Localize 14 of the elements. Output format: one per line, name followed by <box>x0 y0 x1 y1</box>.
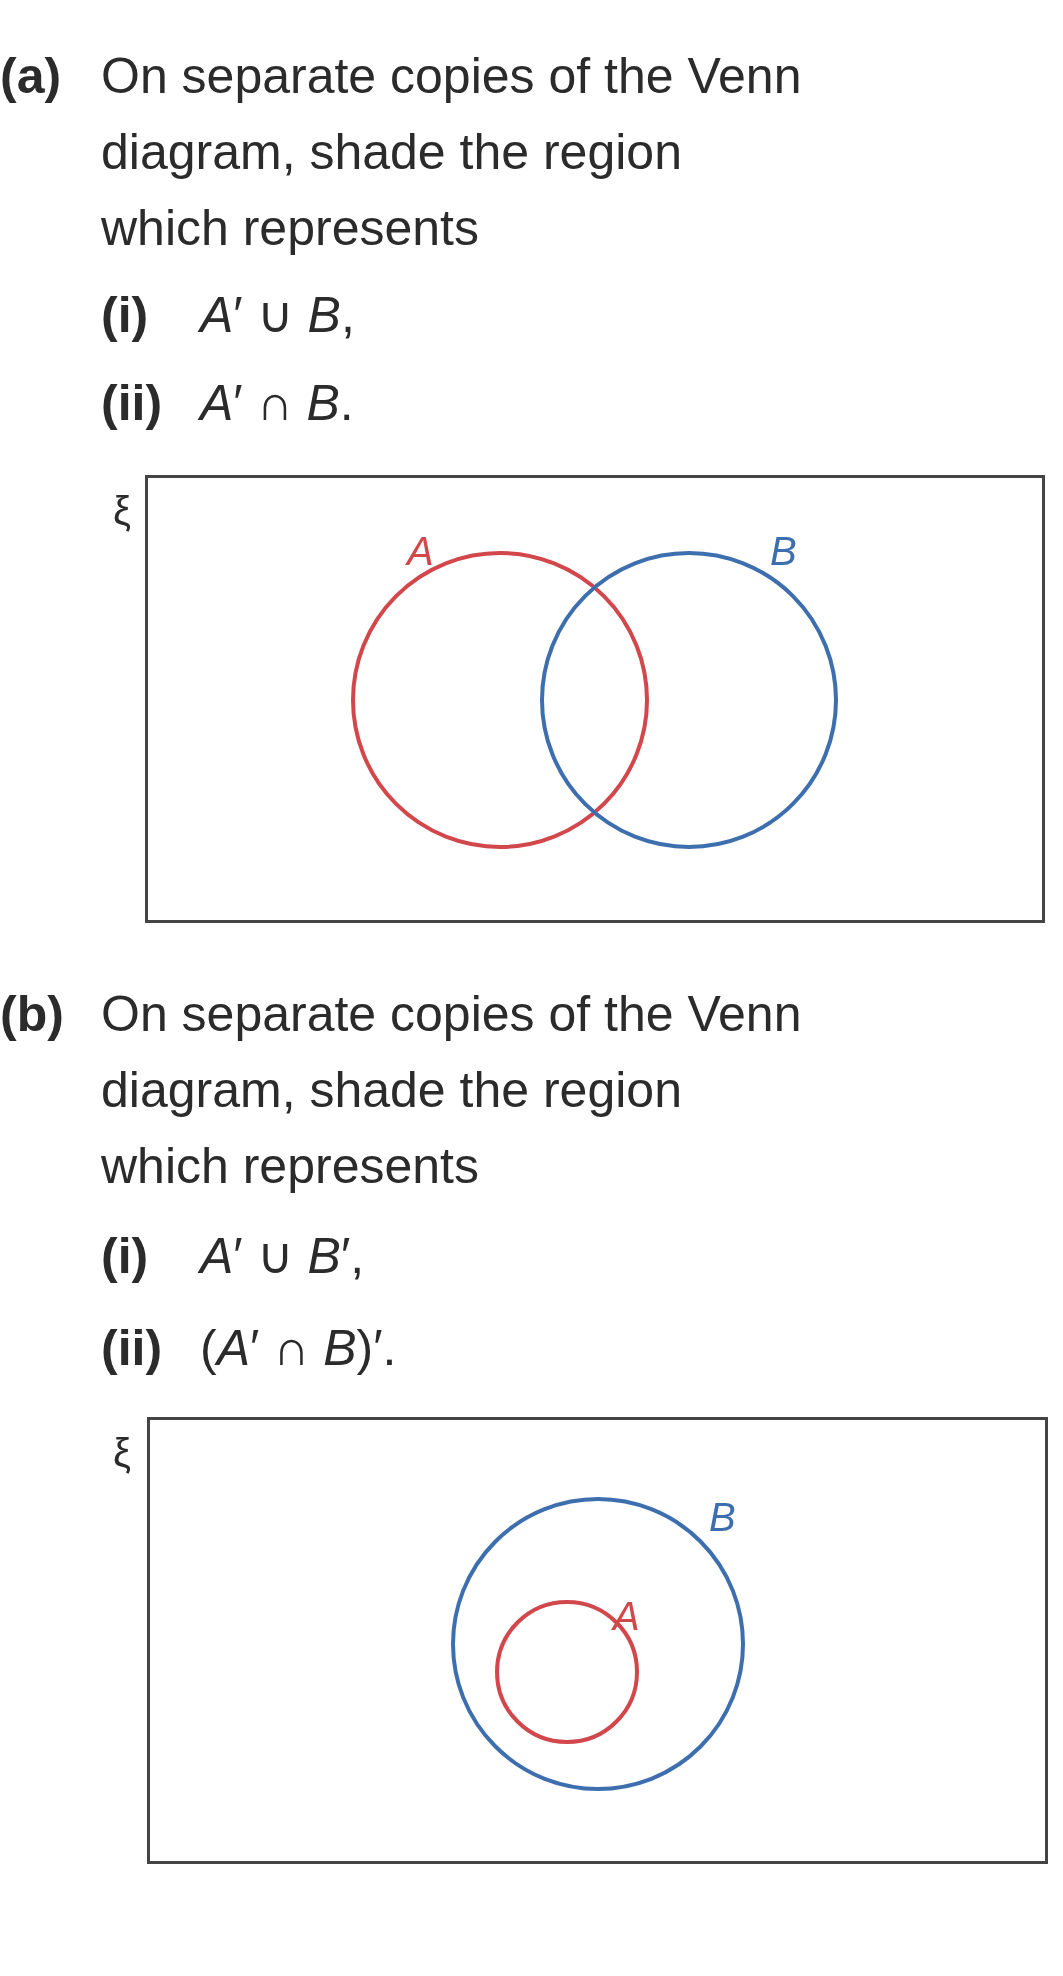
subpart-label: (i) <box>101 1227 150 1286</box>
part-label: (b) <box>0 985 65 1044</box>
set-label: B <box>709 1495 736 1539</box>
set-label: B <box>770 529 797 573</box>
question-text: On separate copies of the Venn diagram, shade the region which represents <box>101 47 803 258</box>
subpart-label: (ii) <box>101 374 164 433</box>
subpart-label: (ii) <box>101 1319 164 1378</box>
question-text: On separate copies of the Venn diagram, shade the region which represents <box>101 985 803 1196</box>
universal-set-symbol: ξ <box>113 1431 131 1475</box>
set-expression: (A′ ∩ B)′. <box>200 1319 398 1378</box>
universal-set-symbol: ξ <box>113 489 131 533</box>
part-label: (a) <box>0 47 63 106</box>
subpart-label: (i) <box>101 286 150 345</box>
set-label: A <box>407 529 434 573</box>
